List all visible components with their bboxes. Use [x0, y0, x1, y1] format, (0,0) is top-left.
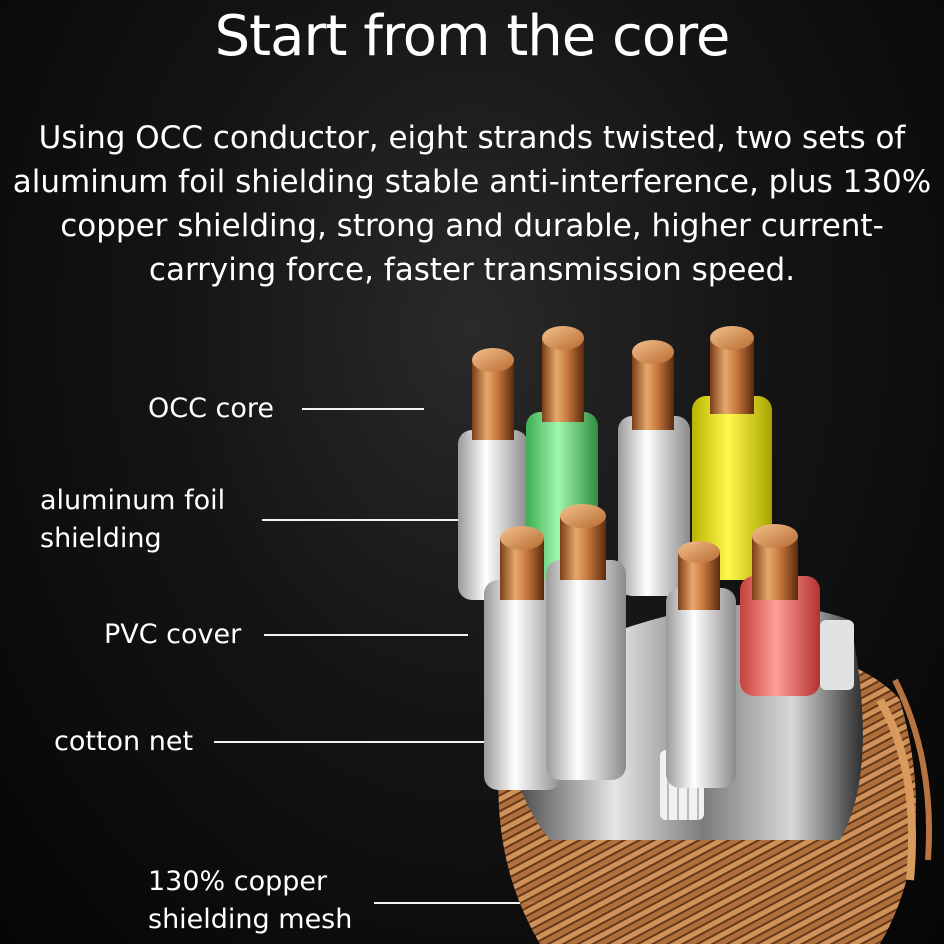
core-back-white-2	[618, 340, 690, 596]
core-back-yellow	[692, 326, 772, 580]
description-text: Using OCC conductor, eight strands twist…	[12, 120, 932, 288]
label-pvc-cover: PVC cover	[104, 619, 242, 650]
core-front-white-1	[484, 526, 562, 790]
leader-line-pvc-cover	[264, 634, 468, 636]
leader-line-cotton-net	[214, 741, 488, 743]
braid-strands-right	[876, 678, 933, 881]
label-copper-mesh: 130% copper shielding mesh	[148, 866, 353, 935]
label-cotton-net: cotton net	[54, 726, 194, 757]
core-front-white-2	[546, 504, 626, 780]
page-title: Start from the core	[214, 4, 731, 69]
cable-cross-section-illustration	[458, 326, 933, 944]
leader-line-aluminum-foil	[262, 519, 462, 521]
leader-line-copper-mesh	[374, 902, 540, 904]
core-front-pink	[740, 524, 820, 696]
label-occ-core: OCC core	[148, 393, 275, 424]
leader-line-occ-core	[302, 408, 424, 410]
label-aluminum-foil: aluminum foil shielding	[40, 485, 226, 554]
core-front-white-3	[666, 541, 736, 788]
